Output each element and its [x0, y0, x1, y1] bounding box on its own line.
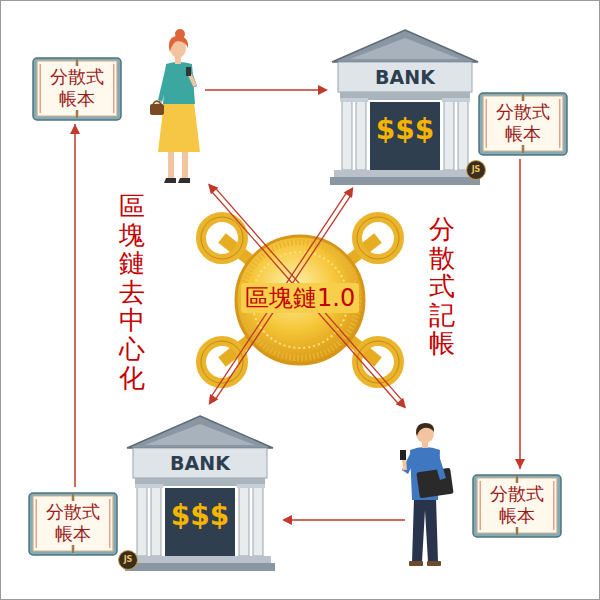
bank-node: BANK $$$: [330, 28, 480, 186]
vertical-label: 區塊鏈去中心化: [119, 192, 145, 392]
ledger-node: 分散式 帳本: [28, 490, 118, 556]
cross-arrows: [208, 184, 406, 409]
vertical-label: 分散式記帳: [429, 215, 455, 358]
arrow-head: [515, 459, 525, 469]
connector-line: [74, 124, 76, 487]
flow-connector: [70, 124, 80, 487]
ledger-text: 分散式 帳本: [47, 66, 106, 109]
bank-name: BANK: [375, 65, 435, 89]
bank-building: [330, 28, 480, 186]
man-figure: [400, 423, 454, 566]
ledger-node: 分散式 帳本: [478, 90, 568, 156]
money-sign: $$$: [376, 113, 434, 147]
money-sign: $$$: [171, 499, 229, 533]
ledger-text: 分散式 帳本: [493, 101, 552, 144]
bank-node: BANK $$$: [125, 414, 275, 572]
arrow-head: [70, 124, 80, 134]
logo-badge: JS: [118, 550, 138, 570]
logo-badge: JS: [466, 160, 486, 180]
flow-connector: [515, 159, 525, 469]
connector-line: [519, 159, 521, 469]
ledger-text: 分散式 帳本: [43, 501, 102, 544]
ledger-text: 分散式 帳本: [487, 483, 546, 526]
coin-symbol: [201, 217, 399, 383]
ledger-node: 分散式 帳本: [32, 55, 122, 121]
woman-figure: [150, 29, 200, 183]
ledger-node: 分散式 帳本: [472, 472, 562, 538]
center-label: 區塊鏈1.0: [241, 283, 359, 313]
bank-building: [125, 414, 275, 572]
bank-name: BANK: [170, 451, 230, 475]
